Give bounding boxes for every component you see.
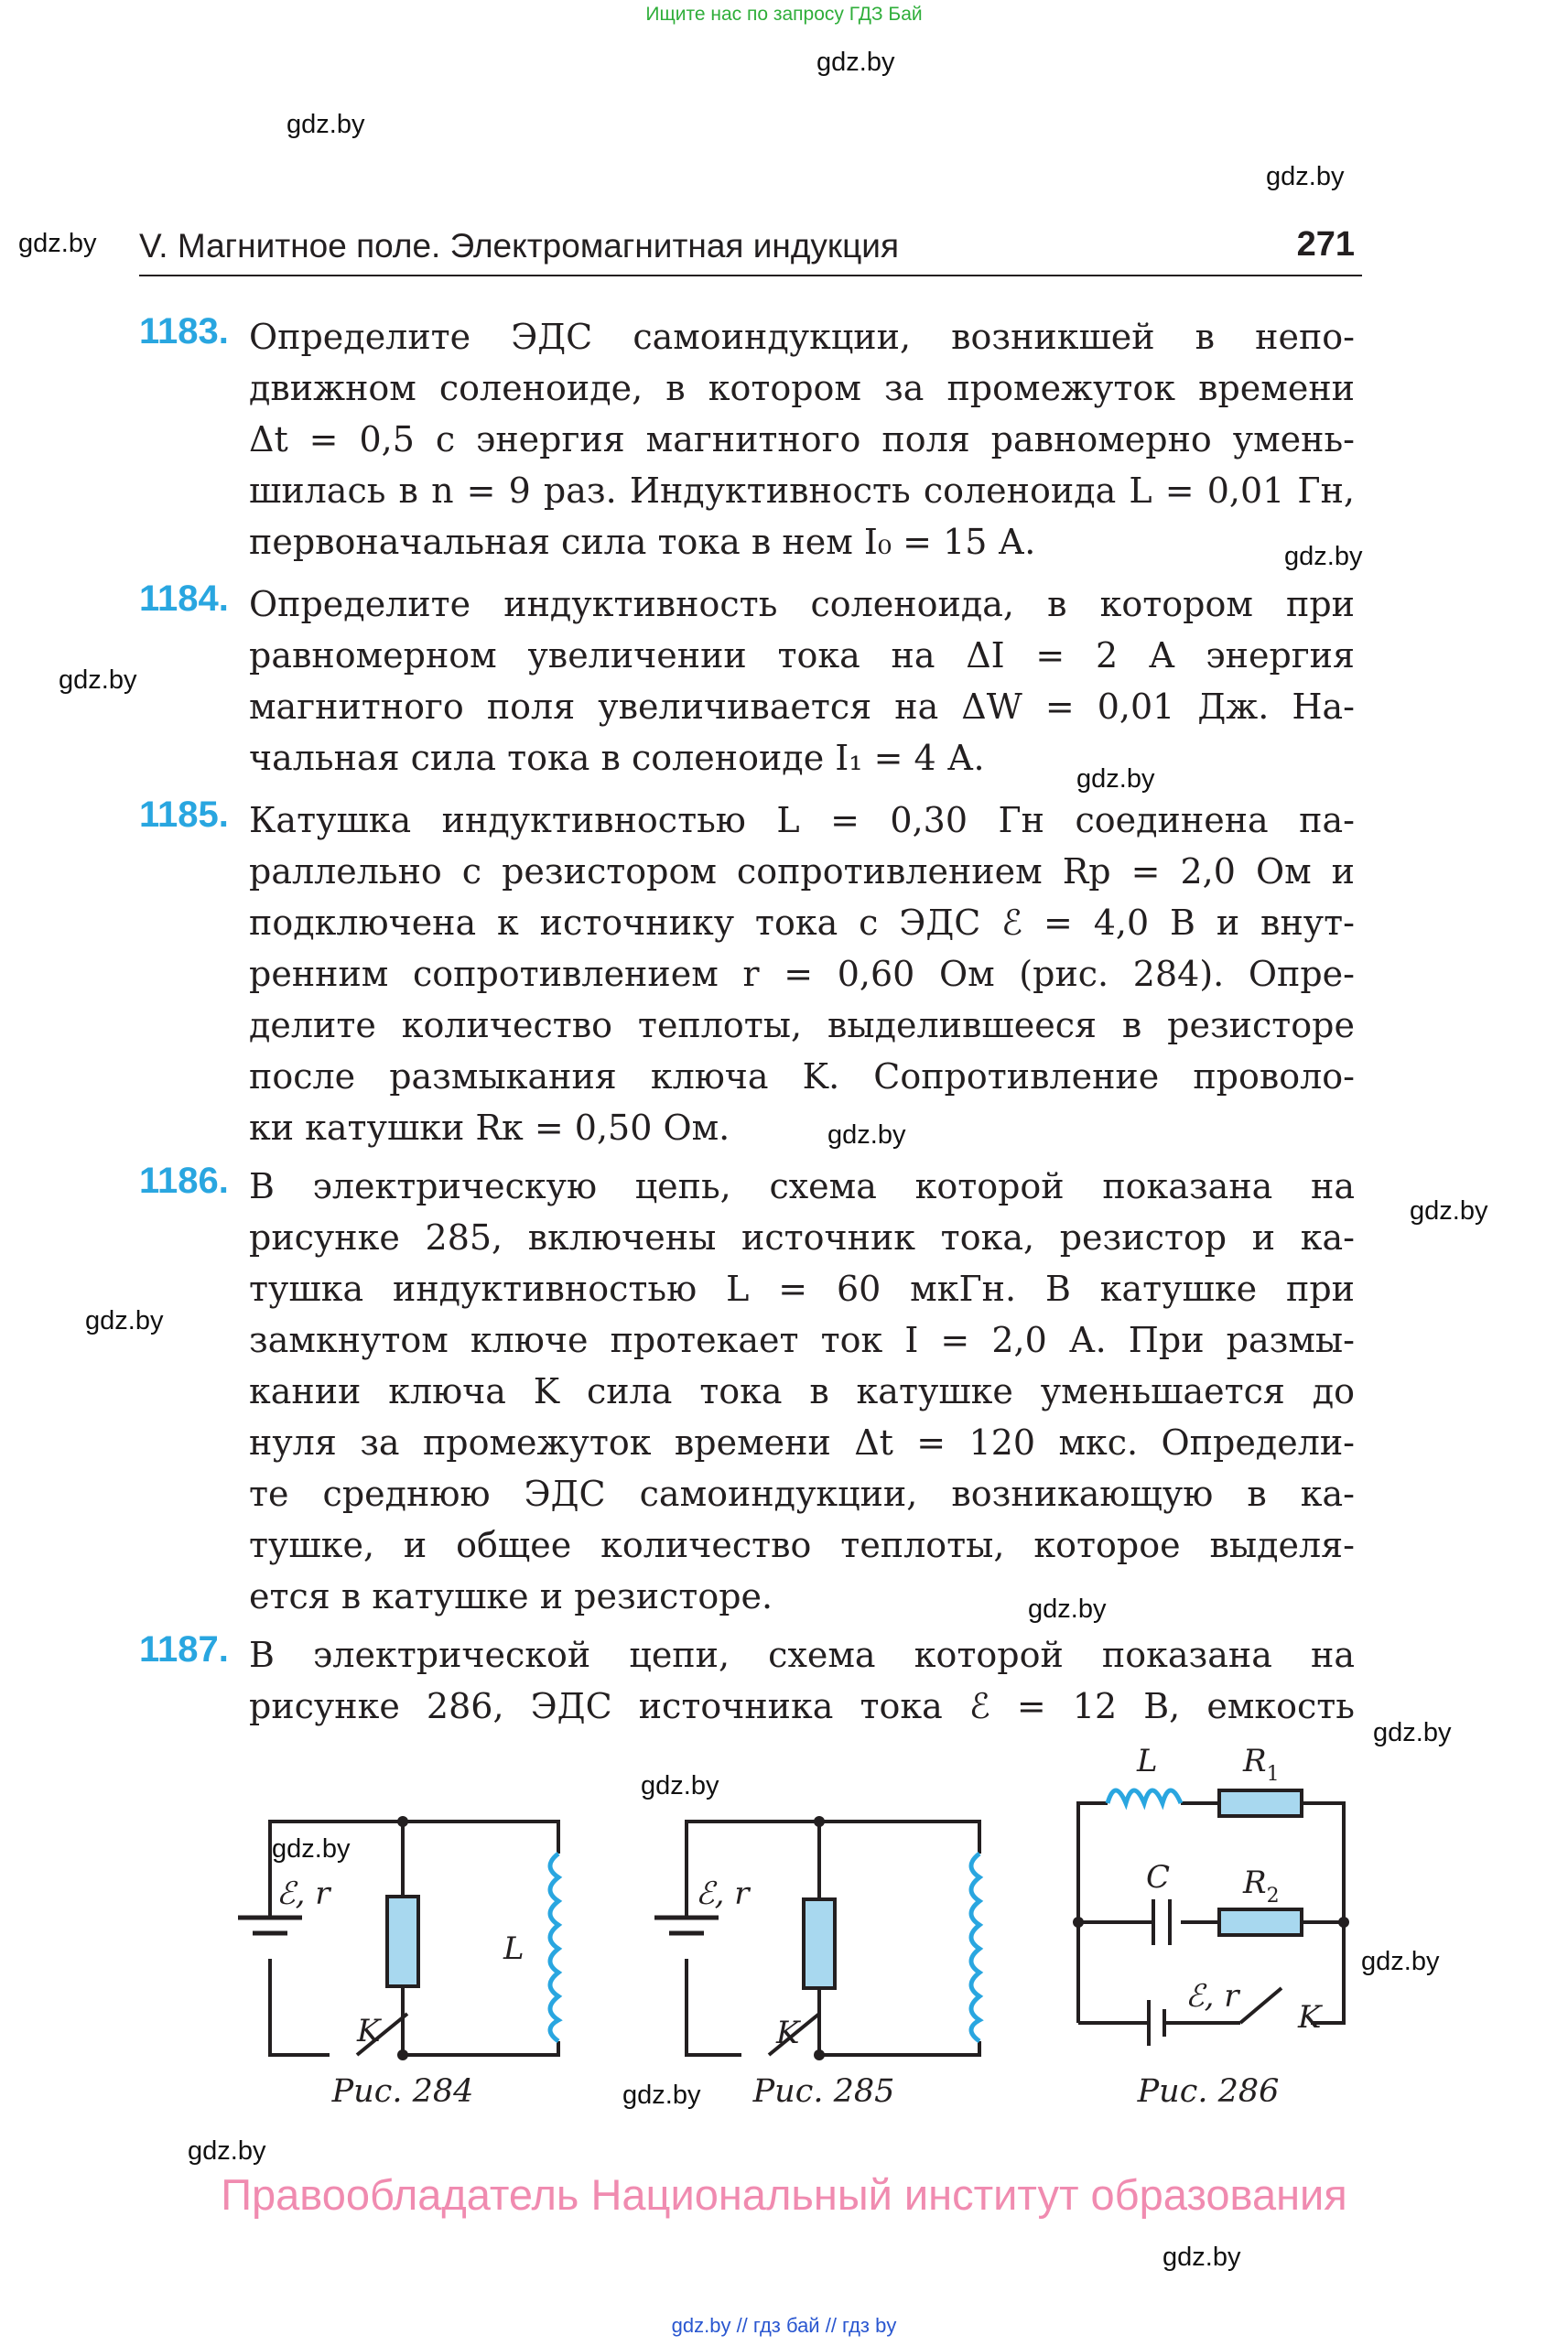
figure-caption: Рис. 285 bbox=[752, 2073, 895, 2110]
key-switch bbox=[1238, 1986, 1283, 2025]
watermark: gdz.by bbox=[816, 48, 895, 77]
problem-text-line: чальная сила тока в соленоиде I₁ = 4 А. bbox=[249, 738, 985, 778]
problem-text-line: после размыкания ключа K. Сопротивление … bbox=[249, 1056, 1355, 1097]
problem-text-line: движном соленоиде, в котором за промежут… bbox=[249, 368, 1355, 408]
watermark: gdz.by bbox=[1373, 1718, 1452, 1747]
problem-number: 1184. bbox=[139, 578, 229, 619]
figure-caption: Рис. 284 bbox=[331, 2073, 474, 2110]
watermark: gdz.by bbox=[1410, 1196, 1488, 1226]
watermark: gdz.by bbox=[1076, 764, 1155, 794]
problem-text-line: подключена к источнику тока с ЭДС ℰ = 4,… bbox=[249, 903, 1355, 943]
watermark: gdz.by bbox=[1361, 1947, 1440, 1976]
problem-text-line: тушке, и общее количество теплоты, котор… bbox=[249, 1525, 1355, 1565]
problem-text-line: делите количество теплоты, выделившееся … bbox=[249, 1005, 1355, 1045]
emf-label: ℰ, r bbox=[276, 1876, 331, 1912]
top-note: Ищите нас по запросу ГДЗ Бай bbox=[645, 4, 923, 25]
figure-caption: Рис. 286 bbox=[1137, 2073, 1280, 2110]
problem-text-line: Определите ЭДС самоиндукции, возникшей в… bbox=[249, 317, 1355, 357]
key-label: K bbox=[775, 2015, 802, 2051]
watermark: gdz.by bbox=[85, 1306, 164, 1335]
circuit-diagram-286: L R1 C R2 ℰ, r K bbox=[1073, 1743, 1349, 2046]
problem-number: 1185. bbox=[139, 795, 229, 835]
watermark: gdz.by bbox=[18, 229, 97, 258]
watermark: gdz.by bbox=[1162, 2243, 1241, 2272]
problem-text-line: первоначальная сила тока в нем I₀ = 15 А… bbox=[249, 522, 1036, 562]
r2-label: R2 bbox=[1242, 1865, 1280, 1908]
watermark: gdz.by bbox=[287, 110, 365, 139]
capacitor-label: C bbox=[1146, 1859, 1170, 1896]
problem-number: 1183. bbox=[139, 311, 229, 351]
problem-text-line: шилась в n = 9 раз. Индуктивность солено… bbox=[249, 470, 1355, 511]
problem-text-line: рисунке 285, включены источник тока, рез… bbox=[249, 1217, 1355, 1258]
r1-label: R1 bbox=[1242, 1743, 1280, 1786]
resistor-r2 bbox=[1217, 1908, 1303, 1937]
circuit-diagram-285: ℰ, r K bbox=[654, 1816, 984, 2060]
circuit-diagram-284: ℰ, r L K bbox=[238, 1816, 563, 2060]
problem-text-line: В электрической цепи, схема которой пока… bbox=[249, 1635, 1355, 1675]
coil-label: L bbox=[1136, 1743, 1158, 1779]
watermark: gdz.by bbox=[1266, 162, 1345, 191]
key-switch bbox=[767, 2012, 821, 2057]
resistor-r1 bbox=[1217, 1789, 1303, 1818]
problem-text-line: ется в катушке и резисторе. bbox=[249, 1576, 773, 1616]
inductor-coil bbox=[1105, 1788, 1184, 1811]
resistor bbox=[802, 1897, 837, 1990]
key-switch bbox=[355, 2012, 409, 2057]
resistor bbox=[385, 1895, 420, 1988]
problem-text-line: ки катушки Rк = 0,50 Ом. bbox=[249, 1108, 730, 1148]
emf-label: ℰ, r bbox=[696, 1876, 751, 1912]
watermark: gdz.by bbox=[188, 2136, 266, 2166]
watermark: gdz.by bbox=[272, 1834, 351, 1864]
problem-text-line: магнитного поля увеличивается на ΔW = 0,… bbox=[249, 687, 1355, 727]
inductor-coil bbox=[968, 1852, 984, 2044]
problem-number: 1186. bbox=[139, 1161, 229, 1201]
watermark: gdz.by bbox=[1284, 542, 1363, 571]
problem-text-line: рисунке 286, ЭДС источника тока ℰ = 12 В… bbox=[249, 1686, 1355, 1726]
section-title: V. Магнитное поле. Электромагнитная инду… bbox=[139, 227, 899, 265]
footer-links[interactable]: gdz.by // гдз бай // гдз by bbox=[671, 2314, 897, 2337]
problem-text-line: нуля за промежуток времени Δt = 120 мкс.… bbox=[249, 1422, 1355, 1463]
watermark: gdz.by bbox=[1028, 1595, 1107, 1624]
inductor-coil bbox=[547, 1852, 563, 2044]
problem-text-line: тушка индуктивностью L = 60 мкГн. В кату… bbox=[249, 1269, 1355, 1309]
watermark: gdz.by bbox=[59, 665, 137, 695]
watermark: gdz.by bbox=[827, 1120, 906, 1150]
problem-text-line: Определите индуктивность соленоида, в ко… bbox=[249, 584, 1355, 624]
key-label: K bbox=[1297, 1999, 1324, 2036]
problem-text-line: равномерном увеличении тока на ΔI = 2 А … bbox=[249, 635, 1355, 676]
problem-number: 1187. bbox=[139, 1629, 229, 1670]
problem-text-line: Δt = 0,5 с энергия магнитного поля равно… bbox=[249, 419, 1355, 459]
problem-text-line: те среднюю ЭДС самоиндукции, возникающую… bbox=[249, 1474, 1355, 1514]
rights-holder-notice: Правообладатель Национальный институт об… bbox=[221, 2170, 1347, 2219]
problem-text-line: кании ключа K сила тока в катушке уменьш… bbox=[249, 1371, 1355, 1411]
watermark: gdz.by bbox=[622, 2081, 701, 2110]
watermark: gdz.by bbox=[641, 1771, 719, 1800]
problem-text-line: ренним сопротивлением r = 0,60 Ом (рис. … bbox=[249, 954, 1355, 994]
page-number: 271 bbox=[1296, 225, 1355, 264]
running-header: V. Магнитное поле. Электромагнитная инду… bbox=[139, 222, 1362, 276]
key-label: K bbox=[356, 2013, 383, 2049]
problem-text-line: замкнутом ключе протекает ток I = 2,0 А.… bbox=[249, 1320, 1355, 1360]
problem-text-line: Катушка индуктивностью L = 0,30 Гн соеди… bbox=[249, 800, 1355, 840]
problem-text-line: В электрическую цепь, схема которой пока… bbox=[249, 1166, 1355, 1206]
problem-text-line: раллельно с резистором сопротивлением Rр… bbox=[249, 851, 1355, 892]
emf-label: ℰ, r bbox=[1185, 1978, 1240, 2015]
coil-label: L bbox=[503, 1930, 524, 1967]
